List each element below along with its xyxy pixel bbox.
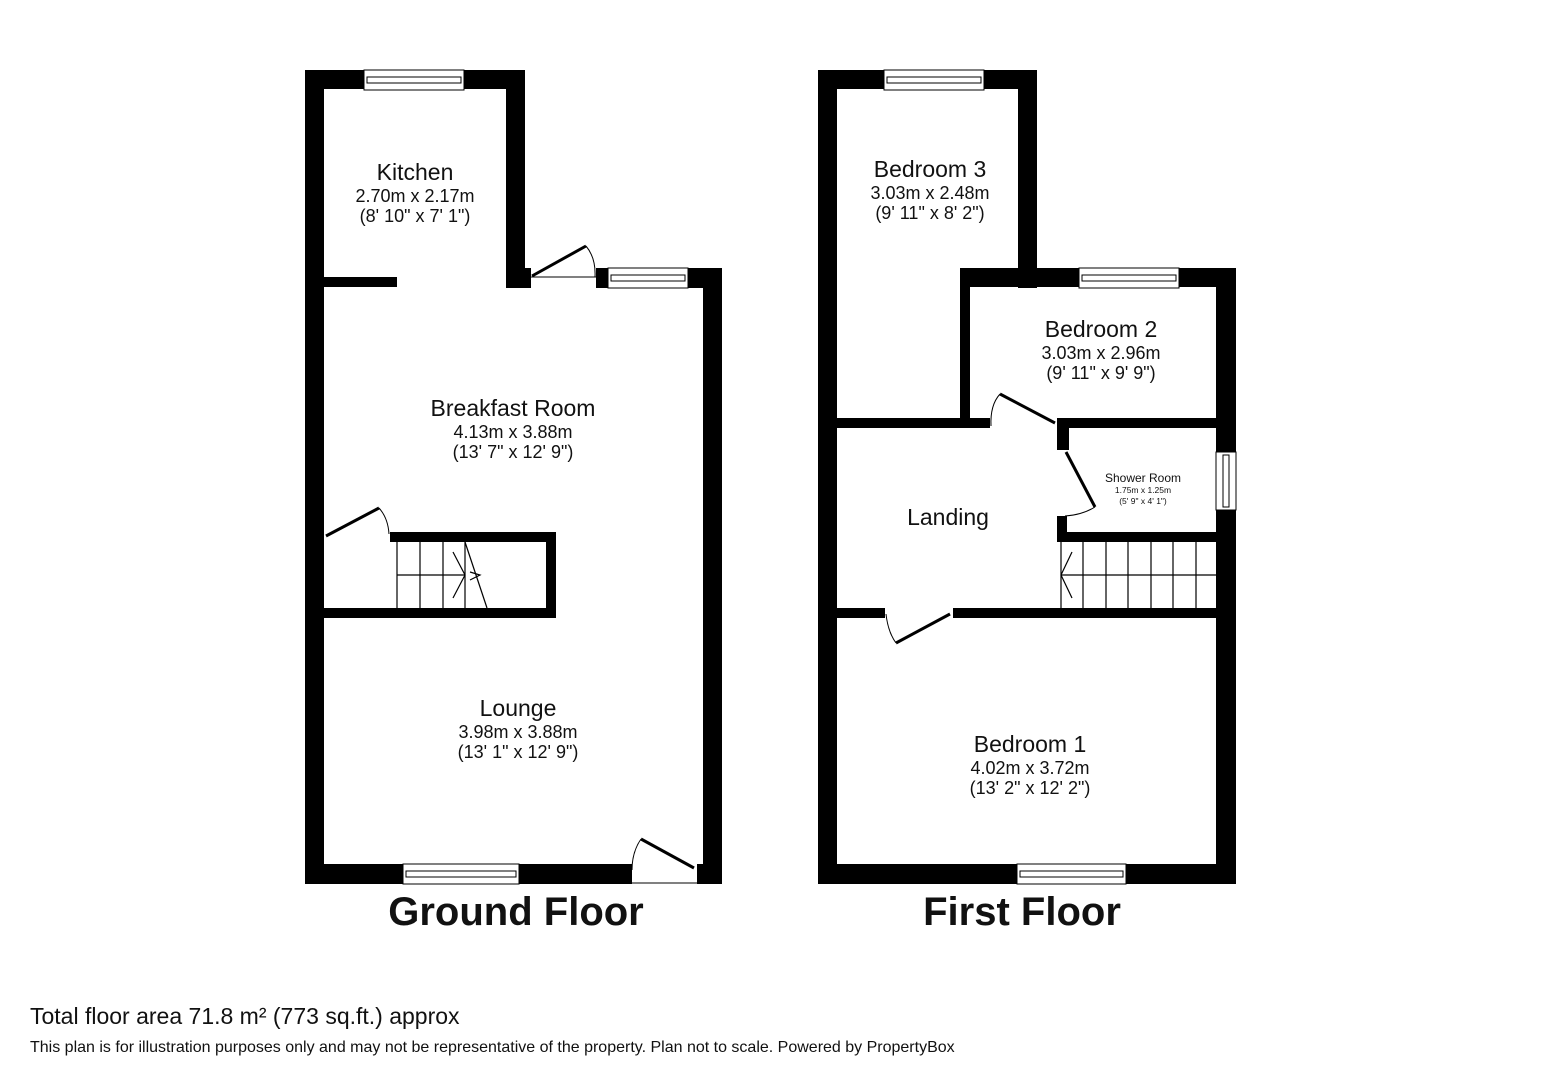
kitchen-window-icon — [363, 69, 465, 91]
shower-door-icon — [1064, 451, 1097, 508]
front-door-icon — [640, 837, 695, 870]
room-metric: 3.03m x 2.96m — [1041, 342, 1161, 363]
room-metric: 3.03m x 2.48m — [870, 182, 990, 203]
room-metric: 2.70m x 2.17m — [355, 185, 475, 206]
room-imperial: (5' 9" x 4' 1") — [1119, 495, 1167, 506]
shower-window-icon — [1215, 451, 1237, 511]
room-name: Breakfast Room — [430, 395, 596, 421]
room-name: Bedroom 3 — [873, 156, 987, 182]
room-label-bedroom-2: Bedroom 2 3.03m x 2.96m (9' 11" x 9' 9") — [1041, 316, 1161, 383]
room-imperial: (9' 11" x 8' 2") — [875, 202, 985, 223]
room-label-shower-room: Shower Room 1.75m x 1.25m (5' 9" x 4' 1"… — [1104, 471, 1182, 506]
room-metric: 4.13m x 3.88m — [453, 421, 573, 442]
ground-floor-windows — [363, 69, 689, 885]
room-name: Landing — [907, 504, 989, 530]
room-label-bedroom-1: Bedroom 1 4.02m x 3.72m (13' 2" x 12' 2"… — [969, 731, 1091, 798]
bedroom1-window-icon — [1016, 863, 1127, 885]
room-name: Shower Room — [1104, 471, 1182, 485]
back-door-icon — [531, 244, 587, 278]
room-imperial: (13' 1" x 12' 9") — [457, 741, 579, 762]
room-label-breakfast-room: Breakfast Room 4.13m x 3.88m (13' 7" x 1… — [430, 395, 596, 462]
room-imperial: (8' 10" x 7' 1") — [359, 205, 471, 226]
room-name: Lounge — [479, 695, 557, 721]
ground-floor-title: Ground Floor — [388, 890, 644, 934]
bedroom1-door-icon — [895, 612, 951, 645]
cupboard-door-icon — [325, 506, 380, 538]
room-imperial: (13' 2" x 12' 2") — [969, 777, 1091, 798]
room-name: Bedroom 1 — [973, 731, 1087, 757]
first-floor-title: First Floor — [923, 890, 1121, 934]
room-label-kitchen: Kitchen 2.70m x 2.17m (8' 10" x 7' 1") — [355, 159, 475, 226]
ground-floor-doors — [325, 244, 697, 884]
first-floor-windows — [883, 69, 1237, 885]
bedroom3-window-icon — [883, 69, 985, 91]
room-metric: 3.98m x 3.88m — [458, 721, 578, 742]
first-floor-doors — [885, 392, 1097, 645]
bedroom2-door-icon — [999, 392, 1056, 425]
disclaimer: This plan is for illustration purposes o… — [30, 1039, 955, 1056]
room-imperial: (9' 11" x 9' 9") — [1046, 362, 1156, 383]
bedroom2-window-icon — [1078, 267, 1180, 289]
total-floor-area: Total floor area 71.8 m² (773 sq.ft.) ap… — [30, 1003, 460, 1029]
room-label-landing: Landing — [907, 504, 989, 531]
breakfast-window-icon — [607, 267, 689, 289]
ground-floor-walls — [305, 70, 722, 884]
room-label-lounge: Lounge 3.98m x 3.88m (13' 1" x 12' 9") — [457, 695, 579, 762]
lounge-window-icon — [402, 863, 520, 885]
first-floor-stairs-icon — [1060, 542, 1216, 608]
room-imperial: (13' 7" x 12' 9") — [452, 441, 574, 462]
ground-floor-stairs-icon — [396, 541, 488, 609]
room-metric: 1.75m x 1.25m — [1114, 485, 1172, 496]
room-label-bedroom-3: Bedroom 3 3.03m x 2.48m (9' 11" x 8' 2") — [870, 156, 990, 223]
room-metric: 4.02m x 3.72m — [970, 757, 1090, 778]
room-name: Bedroom 2 — [1044, 316, 1158, 342]
room-name: Kitchen — [376, 159, 454, 185]
